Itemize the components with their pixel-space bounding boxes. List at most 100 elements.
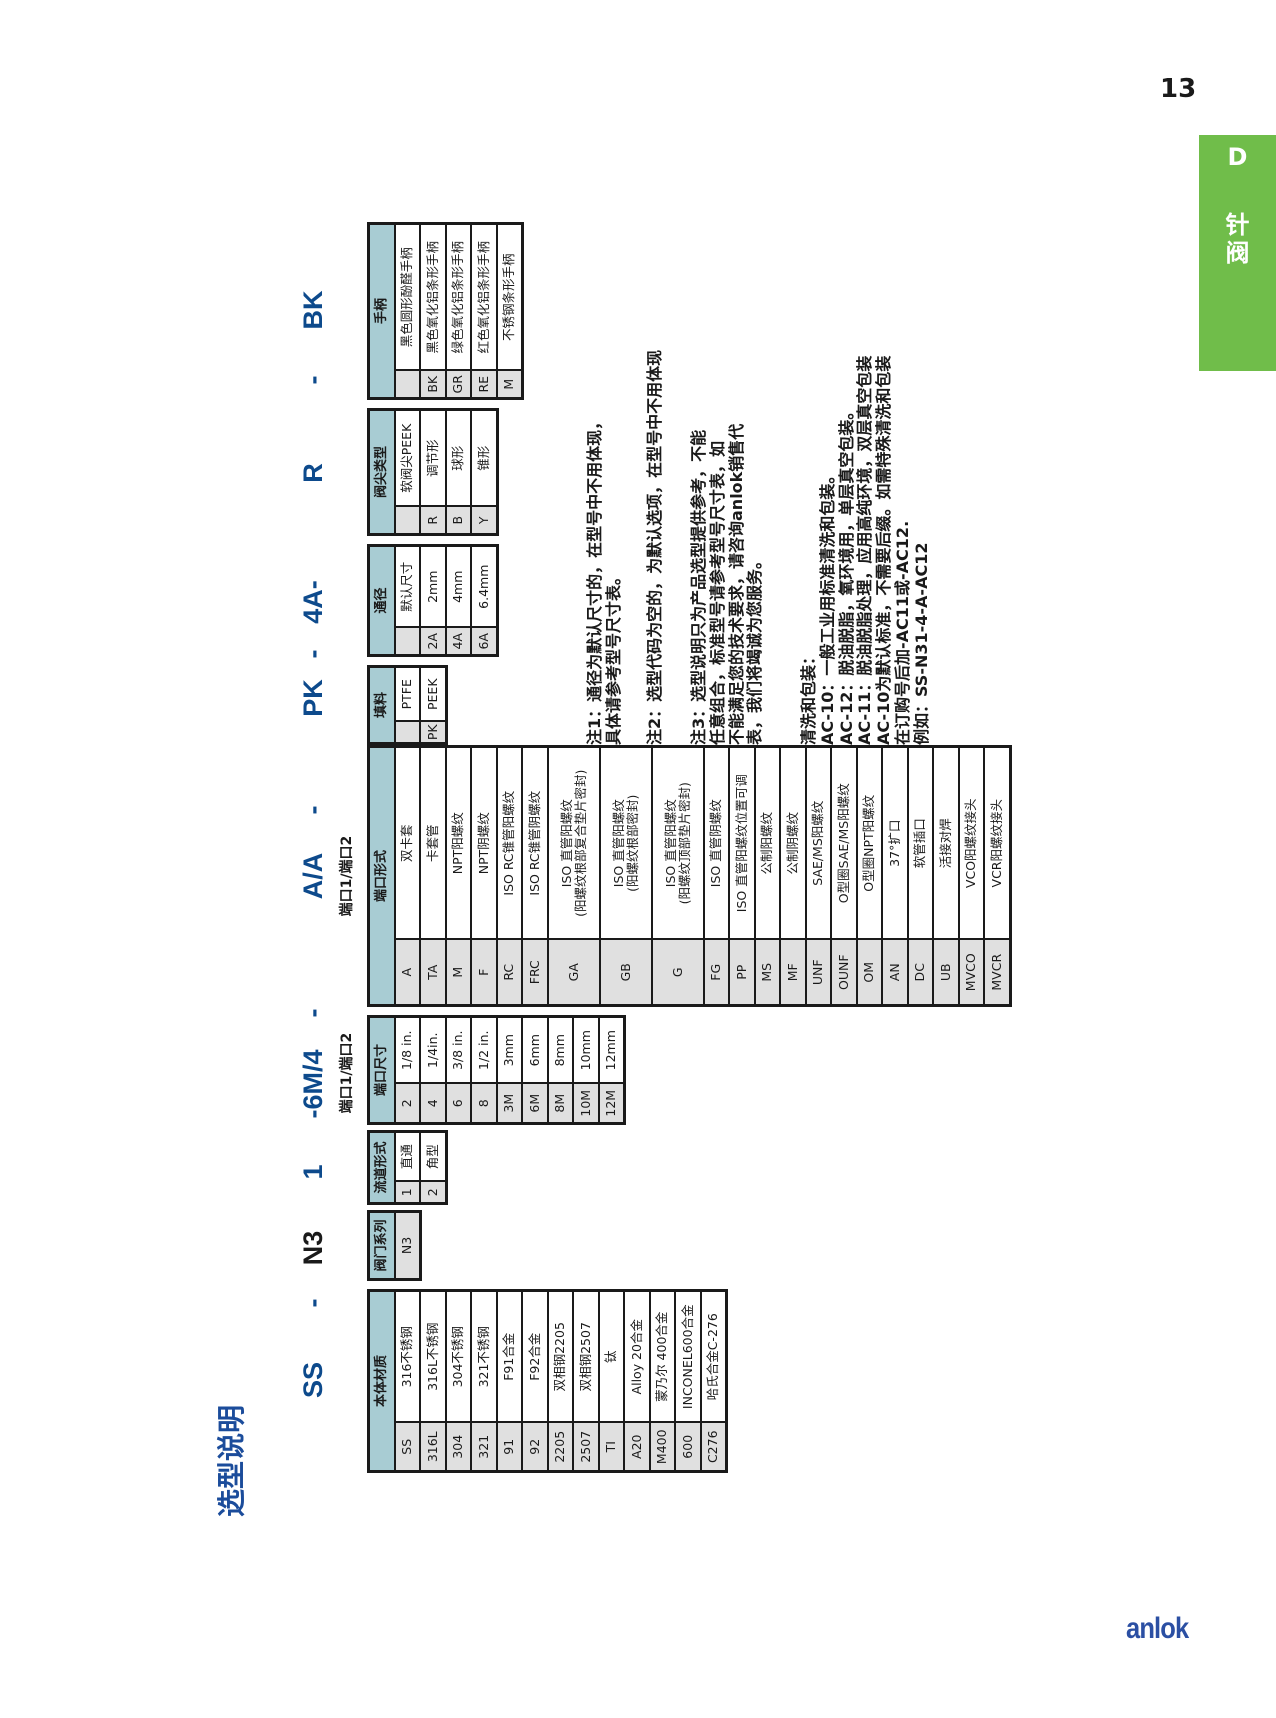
option-code: MVCO xyxy=(958,939,984,1006)
option-code: 4A xyxy=(445,627,471,656)
option-code: 2 xyxy=(420,1181,446,1204)
option-description: SAE/MS阳螺纹 xyxy=(805,746,831,940)
note-line: 注1：通径为默认尺寸的，在型号中不用体现， xyxy=(585,413,604,745)
option-code: 2A xyxy=(420,627,446,656)
table-row: 黑色圆形酚醛手柄 xyxy=(394,223,420,399)
section-tab: D 针阀 xyxy=(1199,135,1276,371)
option-description: 双相钢2205 xyxy=(547,1290,573,1423)
option-code: A20 xyxy=(624,1422,650,1472)
option-code: R xyxy=(420,506,446,535)
note-line: AC-10：一般工业用标准清洗和包装。 xyxy=(817,467,837,745)
option-description: F91合金 xyxy=(496,1290,522,1423)
option-description: 不锈钢条形手柄 xyxy=(496,223,523,371)
option-code: FG xyxy=(703,939,729,1006)
option-description: 蒙乃尔 400合金 xyxy=(649,1290,675,1423)
note-line: 注3：选型说明只为产品选型提供参考，不能 xyxy=(689,429,708,745)
option-code: MVCR xyxy=(984,939,1010,1006)
option-description: 3mm xyxy=(496,1016,522,1084)
option-description: ISO 直管阳螺纹位置可调 xyxy=(729,746,755,940)
option-description: ISO 直管阳螺纹(阳螺纹根部密封) xyxy=(599,746,652,940)
option-code: PK xyxy=(420,721,446,744)
table-header: 本体材质 xyxy=(368,1290,395,1472)
option-code: 316L xyxy=(420,1422,446,1472)
option-description: 37°扩口 xyxy=(882,746,908,940)
option-code: GA xyxy=(547,939,600,1006)
option-code: 8M xyxy=(547,1083,573,1124)
option-code: 12M xyxy=(598,1083,625,1124)
option-description: 黑色氧化铝条形手柄 xyxy=(420,223,446,371)
option-code: BK xyxy=(420,370,446,399)
option-code: M xyxy=(496,370,523,399)
option-code: 2205 xyxy=(547,1422,573,1472)
note-line: 注2：选型代码为空的，为默认选项，在型号中不用体现 xyxy=(645,349,664,745)
table-row: 默认尺寸 xyxy=(394,545,420,656)
option-description: ISO 直管阳螺纹(阳螺纹根部复合垫片密封) xyxy=(547,746,600,940)
option-code: AN xyxy=(882,939,908,1006)
option-code: 92 xyxy=(522,1422,548,1472)
anlok-logo: anlok xyxy=(1126,1612,1189,1645)
option-description: 绿色氧化铝条形手柄 xyxy=(445,223,471,371)
option-description: 4mm xyxy=(445,545,471,628)
option-code: PP xyxy=(729,939,755,1006)
option-description: Alloy 20合金 xyxy=(624,1290,650,1423)
option-description: VCO阳螺纹接头 xyxy=(958,746,984,940)
ordering-guide: 选型说明 SS - N3 1 -6M/4 - A/A - PK - 4A- R … xyxy=(200,220,1060,1530)
option-description: O型圈NPT阳螺纹 xyxy=(856,746,882,940)
option-code: C276 xyxy=(700,1422,727,1472)
option-description: 双相钢2507 xyxy=(573,1290,599,1423)
option-description: 默认尺寸 xyxy=(394,545,420,628)
note-1: 注1：通径为默认尺寸的，在型号中不用体现，具体请参考型号尺寸表。 xyxy=(585,413,624,745)
note-line: AC-11：脱油脱脂处理，应用高纯环境，双层真空包装 xyxy=(855,355,875,745)
port-size-subtitle: 端口1/端口2 xyxy=(339,1032,355,1114)
option-description: 调节形 xyxy=(420,409,446,507)
note-line: 例如：SS-N31-4-A-AC12 xyxy=(911,542,931,745)
option-description: 角型 xyxy=(420,1131,446,1182)
page-number: 13 xyxy=(1160,74,1197,104)
option-code: 91 xyxy=(496,1422,522,1472)
option-description: 卡套管 xyxy=(420,746,446,940)
option-description: 316不锈钢 xyxy=(394,1290,420,1423)
option-description: 公制阴螺纹 xyxy=(780,746,806,940)
section-letter: D xyxy=(1227,143,1248,171)
cleaning-note: 清洗和包装：AC-10：一般工业用标准清洗和包装。AC-12：脱油脱脂，氧环境用… xyxy=(799,355,932,745)
table-header: 端口形式 xyxy=(368,746,395,1006)
option-description: NPT阳螺纹 xyxy=(445,746,471,940)
option-description: 6mm xyxy=(522,1016,548,1084)
option-description: 1/8 in. xyxy=(394,1016,420,1084)
note-line: 不能满足您的技术要求，请咨询anlok销售代 xyxy=(726,423,746,745)
code-handle: BK xyxy=(298,290,328,330)
note-line: AC-12：脱油脱脂，氧环境用，单层真空包装。 xyxy=(836,403,856,745)
option-code: 8 xyxy=(471,1083,497,1124)
option-description: NPT阴螺纹 xyxy=(471,746,497,940)
